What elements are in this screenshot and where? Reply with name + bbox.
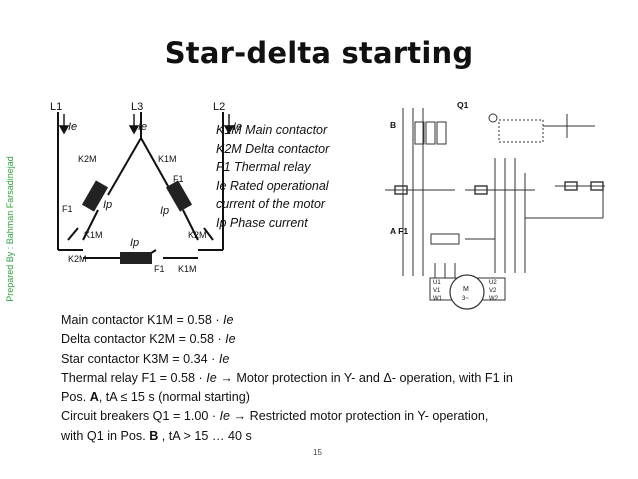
spec-line: Pos. A, tA ≤ 15 s (normal starting)	[61, 390, 250, 405]
phase-current-label: Ip	[130, 237, 139, 249]
contactor-label: K2M	[68, 254, 87, 264]
line-label: L2	[213, 101, 225, 113]
position-label: A F1	[390, 226, 408, 236]
legend: K1M Main contactor K2M Delta contactor F…	[216, 121, 329, 233]
spec-line: Thermal relay F1 = 0.58 · Ie → Motor pro…	[61, 370, 513, 385]
contactor-label: K2M	[78, 154, 97, 164]
current-label: Ie	[233, 121, 242, 133]
relay-label: F1	[173, 174, 184, 184]
contactor-label: K1M	[178, 264, 197, 274]
terminal-label: U1	[433, 280, 441, 286]
contactor-label: K1M	[158, 154, 177, 164]
current-label: Ie	[138, 121, 147, 133]
terminal-label: V2	[489, 288, 497, 294]
contactor-label: K1M	[84, 230, 103, 240]
author-credit: Prepared By : Bahman Farsadinejad	[5, 156, 15, 302]
line-label: L1	[50, 101, 62, 113]
spec-line: Main contactor K1M = 0.58 · Ie	[61, 313, 234, 327]
breaker-label: Q1	[457, 100, 469, 110]
motor-label: M	[463, 286, 469, 293]
page-number: 15	[313, 448, 322, 457]
spec-line: Delta contactor K2M = 0.58 · Ie	[61, 332, 236, 347]
motor-label: 3~	[462, 296, 469, 302]
line-label: L3	[131, 101, 143, 113]
legend-item: F1 Thermal relay	[216, 160, 311, 175]
spec-line: with Q1 in Pos. B , tA > 15 … 40 s	[61, 428, 252, 443]
position-label: B	[390, 120, 396, 130]
relay-label: F1	[154, 264, 165, 274]
phase-current-label: Ip	[103, 199, 112, 211]
spec-line: Circuit breakers Q1 = 1.00 · Ie → Restri…	[61, 409, 489, 424]
terminal-label: W1	[433, 296, 443, 302]
winding-diagram: L1 L3 L2 Ie Ie Ie K2M K1M F1 Ip Ip F1 K1…	[50, 101, 242, 274]
terminal-label: V1	[433, 288, 441, 294]
legend-item: K2M Delta contactor	[216, 141, 330, 156]
terminal-label: U2	[489, 280, 497, 286]
specification-text: Main contactor K1M = 0.58 · Ie Delta con…	[61, 311, 513, 446]
legend-item: Ip Phase current	[216, 215, 308, 230]
legend-item: current of the motor	[216, 197, 326, 212]
contactor-label: K2M	[188, 230, 207, 240]
terminal-label: W2	[489, 296, 499, 302]
phase-current-label: Ip	[160, 205, 169, 217]
current-label: Ie	[68, 121, 77, 133]
circuit-schematic: Q1 B A F1 U1 V1 W1 U2 V2 W2 M 3~	[385, 100, 605, 310]
relay-label: F1	[62, 204, 73, 214]
legend-item: Ie Rated operational	[216, 178, 329, 193]
legend-item: K1M Main contactor	[216, 123, 328, 137]
page-title: Star-delta starting	[164, 36, 474, 70]
spec-line: Star contactor K3M = 0.34 · Ie	[61, 351, 230, 366]
